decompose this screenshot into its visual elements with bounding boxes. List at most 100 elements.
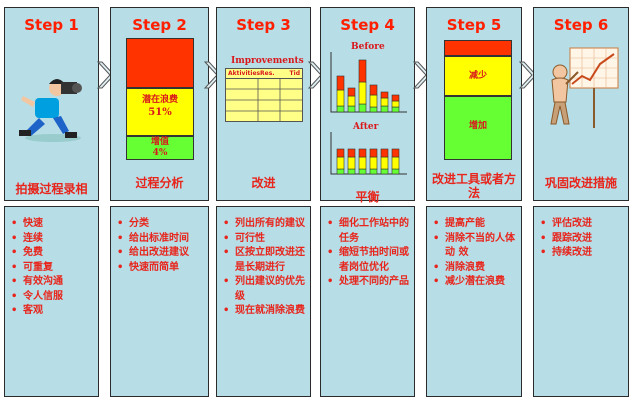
list-item: 免费	[9, 246, 96, 261]
bar-segment	[369, 148, 378, 158]
list-item: 处理不同的产品	[325, 275, 412, 290]
step6-panel: Step 6 巩固改进措施	[533, 7, 629, 201]
step3-title: Step 3	[236, 16, 291, 34]
after-label: After	[353, 122, 379, 132]
list-item: 消除浪费	[431, 261, 519, 276]
bar-segment	[380, 91, 389, 99]
bar-segment	[336, 168, 345, 175]
increase-label: 增加	[468, 121, 487, 131]
list-item: 细化工作站中的任务	[325, 217, 412, 246]
bar-segment	[391, 94, 400, 102]
step5-caption: 改进工具或者方法	[431, 172, 516, 200]
step6-list: 评估改进跟踪改进持续改进	[538, 217, 626, 261]
list-item: 区按立即改进还是长期进行	[221, 246, 308, 275]
bar-segment	[336, 156, 345, 170]
bar-segment	[347, 168, 356, 175]
step5-title: Step 5	[446, 16, 502, 34]
bar-segment	[358, 156, 367, 170]
step1-caption: 拍摄过程录相	[15, 182, 88, 196]
list-item: 快速	[9, 217, 96, 232]
bar-segment	[347, 95, 356, 107]
bar-segment	[358, 81, 367, 105]
bar-segment	[391, 156, 400, 170]
after-balance-chart	[330, 132, 407, 175]
bar-segment	[380, 97, 389, 107]
list-item: 快速而简单	[115, 261, 206, 276]
improvements-table-title: Improvements	[231, 56, 304, 66]
table-header-res: Res.	[260, 70, 275, 77]
before-label: Before	[351, 42, 385, 52]
reduce-label: 减少	[468, 71, 487, 81]
bar-segment	[336, 148, 345, 158]
waste-bar-red	[126, 38, 194, 88]
step1-title: Step 1	[24, 16, 79, 34]
list-item: 减少潜在浪费	[431, 275, 519, 290]
list-item: 可重复	[9, 261, 96, 276]
step2-list: 分类给出标准时间给出改进建议快速而简单	[115, 217, 206, 275]
bar-segment	[391, 168, 400, 175]
bar-segment	[391, 148, 400, 158]
bar-segment	[369, 106, 378, 113]
bar-segment	[358, 59, 367, 83]
bar-segment	[369, 156, 378, 170]
step6-caption: 巩固改进措施	[544, 176, 617, 190]
list-item: 连续	[9, 232, 96, 247]
step6-details: 评估改进跟踪改进持续改进	[533, 206, 629, 397]
bar-segment	[358, 103, 367, 113]
list-item: 给出标准时间	[115, 232, 206, 247]
step5-details: 提高产能消除不当的人体动 效消除浪费减少潜在浪费	[426, 206, 522, 397]
value-added-label: 增值	[150, 137, 169, 147]
bar-segment	[347, 87, 356, 97]
step1-panel: Step 1 拍摄过程录相	[4, 7, 99, 201]
waste-bar-yellow: 潜在浪费 51%	[126, 88, 194, 136]
step3-list: 列出所有的建议可行性区按立即改进还是长期进行列出建议的优先级现在就消除浪费	[221, 217, 308, 319]
bar-segment	[380, 105, 389, 113]
step6-title: Step 6	[553, 16, 609, 34]
list-item: 消除不当的人体动 效	[431, 232, 519, 261]
list-item: 缩短节拍时间或者岗位优化	[325, 246, 412, 275]
bar-segment	[358, 148, 367, 158]
list-item: 分类	[115, 217, 206, 232]
step3-details: 列出所有的建议可行性区按立即改进还是长期进行列出建议的优先级现在就消除浪费	[216, 206, 311, 397]
potential-waste-label: 潜在浪费	[141, 95, 178, 105]
step4-details: 细化工作站中的任务缩短节拍时间或者岗位优化处理不同的产品	[320, 206, 415, 397]
value-bar-green: 增值 4%	[126, 136, 194, 160]
list-item: 可行性	[221, 232, 308, 247]
list-item: 评估改进	[538, 217, 626, 232]
bar-segment	[358, 168, 367, 175]
step1-details: 快速连续免费可重复有效沟通令人信服客观	[4, 206, 99, 397]
step2-caption: 过程分析	[135, 176, 184, 190]
step4-panel: Step 4 Before After 平衡	[320, 7, 415, 204]
list-item: 现在就消除浪费	[221, 304, 308, 319]
step2-title: Step 2	[132, 16, 187, 34]
step2-details: 分类给出标准时间给出改进建议快速而简单	[110, 206, 209, 397]
step5-panel: Step 5 减少 增加 改进工具或者方法	[426, 7, 522, 201]
step2-panel: Step 2 潜在浪费 51% 增值 4% 过程分析	[110, 7, 209, 201]
list-item: 提高产能	[431, 217, 519, 232]
list-item: 有效沟通	[9, 275, 96, 290]
bar-segment	[369, 84, 378, 96]
reduce-bar-red	[444, 40, 512, 56]
list-item: 跟踪改进	[538, 232, 626, 247]
step4-caption: 平衡	[355, 190, 380, 204]
bar-segment	[336, 75, 345, 91]
step3-caption: 改进	[251, 176, 276, 190]
presenter-chart-icon	[550, 47, 619, 128]
bar-segment	[336, 89, 345, 107]
step4-title: Step 4	[340, 16, 395, 34]
bar-segment	[391, 100, 400, 108]
bar-segment	[380, 168, 389, 175]
step4-list: 细化工作站中的任务缩短节拍时间或者岗位优化处理不同的产品	[325, 217, 412, 290]
bar-segment	[380, 148, 389, 158]
bar-segment	[380, 156, 389, 170]
bar-segment	[336, 105, 345, 113]
list-item: 给出改进建议	[115, 246, 206, 261]
bar-segment	[347, 148, 356, 158]
bar-segment	[391, 106, 400, 113]
table-header-tid: Tid	[289, 70, 300, 77]
list-item: 列出建议的优先级	[221, 275, 308, 304]
reduce-bar-yellow: 减少	[444, 56, 512, 96]
value-added-value: 4%	[152, 148, 168, 158]
before-balance-chart	[330, 52, 407, 113]
table-header-activities: Aktivities	[228, 70, 261, 77]
